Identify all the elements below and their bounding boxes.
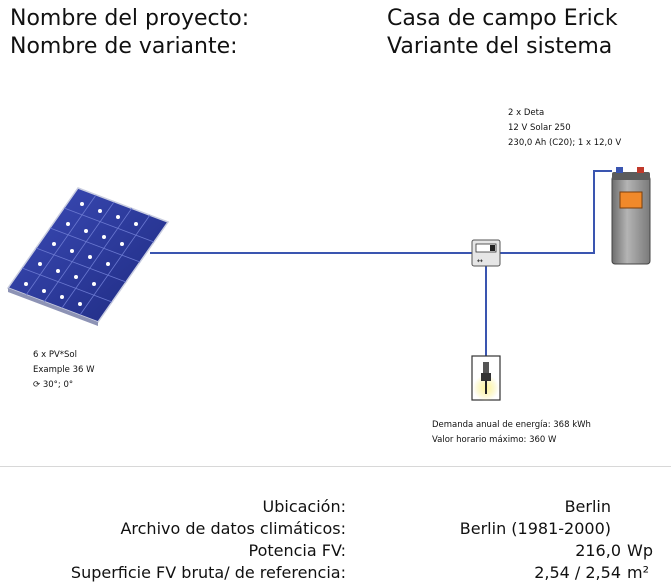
solar-panel-icon (6, 187, 170, 326)
summary-unit-pv-area: m² (627, 563, 649, 582)
summary-value-pv-area: 2,54 / 2,54 (534, 563, 621, 582)
summary-value-location: Berlin (564, 497, 611, 516)
lamp-icon (471, 355, 501, 401)
battery-label-capacity: 230,0 Ah (C20); 1 x 12,0 V (508, 138, 622, 148)
tilt-angle-icon: ⟳ (33, 380, 43, 390)
pv-label-count: 6 x PV*Sol (33, 350, 77, 360)
summary-label-pv-area: Superficie FV bruta/ de referencia: (70, 563, 346, 582)
pv-orientation-value: 30°; 0° (42, 380, 74, 390)
battery-label-model: 12 V Solar 250 (508, 123, 571, 133)
variant-name-label: Nombre de variante: (10, 34, 238, 59)
project-name-label: Nombre del proyecto: (10, 6, 250, 31)
svg-text:↔: ↔ (477, 257, 483, 265)
load-annual-demand: Demanda anual de energía: 368 kWh (432, 420, 591, 430)
system-diagram: ↔ (6, 167, 651, 401)
variant-name-value: Variante del sistema (387, 34, 613, 59)
pv-label-model: Example 36 W (33, 365, 95, 375)
wiring (150, 170, 612, 356)
pv-label-orientation: ⟳ 30°; 0° (33, 378, 73, 392)
summary-label-climate-file: Archivo de datos climáticos: (120, 519, 346, 538)
load-peak-hourly: Valor horario máximo: 360 W (432, 435, 557, 445)
charge-controller-icon: ↔ (471, 239, 501, 267)
project-name-value: Casa de campo Erick (387, 6, 618, 31)
battery-icon (611, 167, 651, 265)
summary-label-pv-power: Potencia FV: (248, 541, 347, 560)
battery-label-count: 2 x Deta (508, 108, 545, 118)
summary-label-location: Ubicación: (262, 497, 346, 516)
wire-controller-to-battery (498, 170, 612, 254)
summary-unit-pv-power: Wp (627, 541, 653, 560)
divider (0, 466, 671, 467)
summary-value-pv-power: 216,0 (575, 541, 621, 560)
summary-value-climate-file: Berlin (1981-2000) (459, 519, 611, 538)
